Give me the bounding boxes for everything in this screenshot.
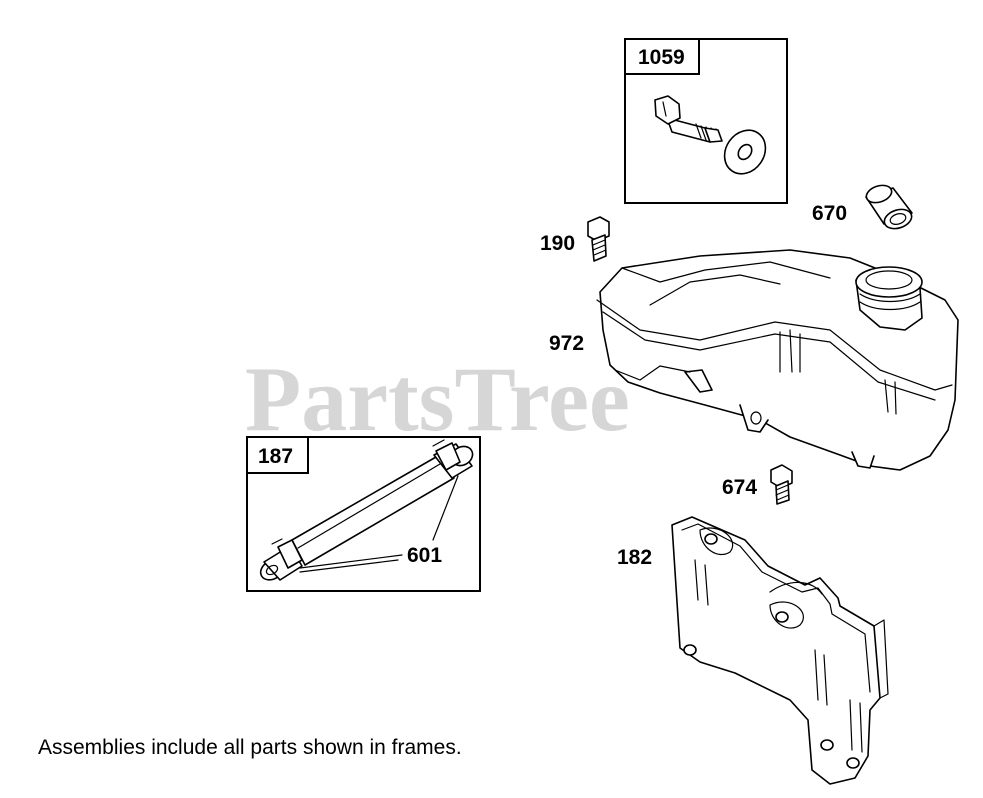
part-190[interactable]: 190 [540, 216, 610, 262]
frame-1059-border [624, 38, 788, 204]
screw-190[interactable] [587, 216, 610, 262]
frame-1059-tab [624, 38, 700, 75]
part-972-label: 972 [549, 332, 584, 355]
frame-187-label: 187 [258, 445, 293, 468]
part-182[interactable]: 182 [617, 516, 889, 785]
washer-1059[interactable] [716, 122, 774, 181]
frame-1059[interactable]: 1059 [624, 38, 788, 204]
part-674[interactable]: 674 [722, 464, 793, 505]
part-190-label: 190 [540, 232, 575, 255]
frames-footnote: Assemblies include all parts shown in fr… [38, 736, 462, 759]
frame-187-border [246, 436, 481, 592]
part-601[interactable]: 601 [407, 544, 442, 567]
part-670[interactable]: 670 [812, 182, 914, 232]
watermark: PartsTree TM [245, 348, 726, 450]
frame-187[interactable]: 187 [246, 436, 481, 592]
part-674-label: 674 [722, 476, 757, 499]
part-972[interactable]: 972 [549, 249, 959, 471]
frame-187-tab [246, 436, 309, 474]
bolt-1059[interactable] [654, 95, 723, 143]
bushing-670[interactable] [864, 182, 914, 232]
screw-674[interactable] [770, 464, 793, 505]
bracket-182[interactable] [671, 516, 889, 785]
frame-1059-label: 1059 [638, 46, 685, 69]
part-601-label: 601 [407, 544, 442, 567]
fuel-line-187[interactable] [257, 439, 476, 584]
part-670-label: 670 [812, 202, 847, 225]
fuel-tank-972[interactable] [596, 249, 959, 471]
part-182-label: 182 [617, 546, 652, 569]
watermark-text: PartsTree [245, 348, 630, 450]
